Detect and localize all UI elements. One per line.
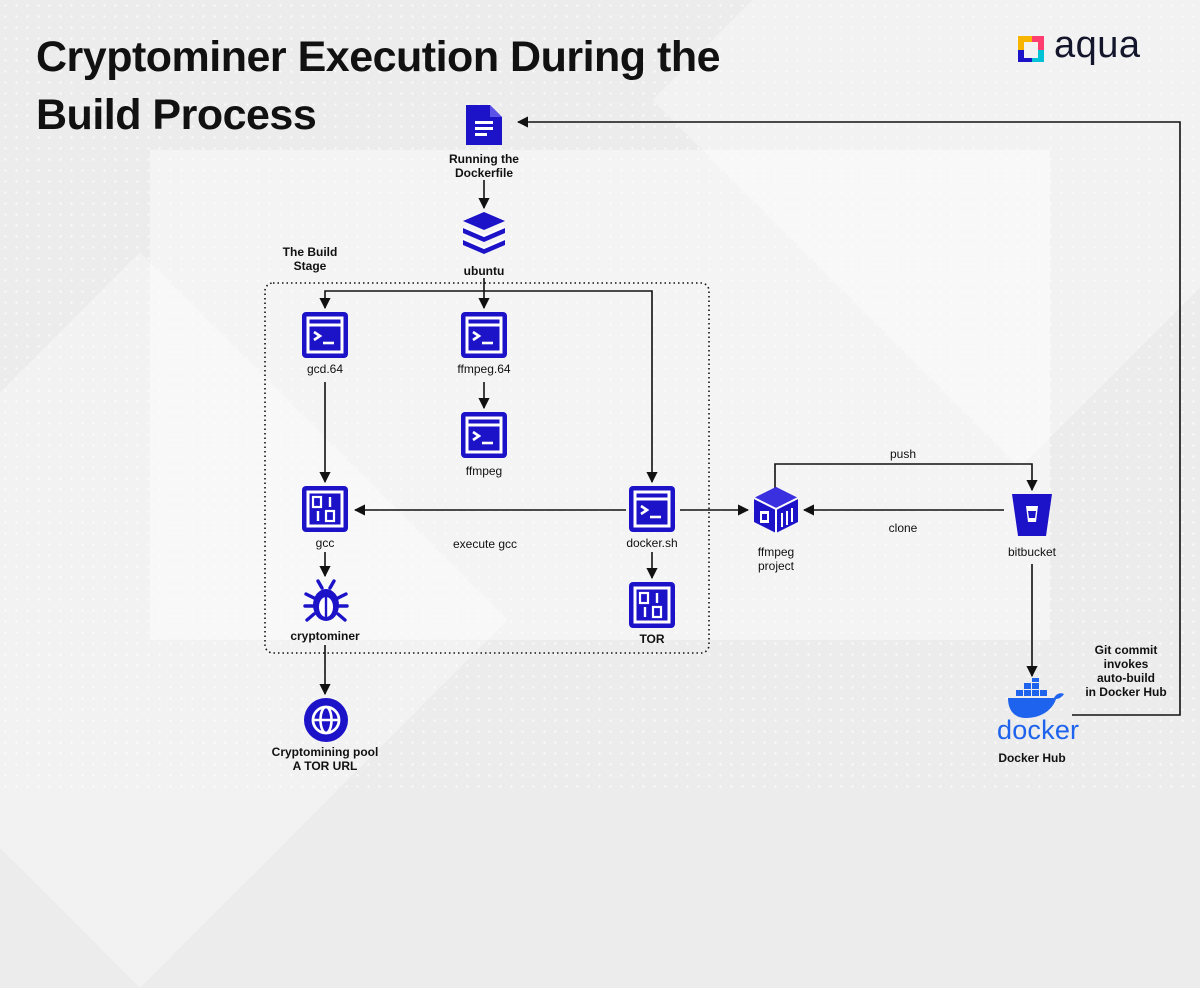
edge-dockerhub-dockerfile xyxy=(516,116,1181,716)
gcd64-label: gcd.64 xyxy=(306,362,344,376)
background-panel xyxy=(150,150,1050,640)
gcc-label: gcc xyxy=(315,536,335,550)
docker-hub-label: Docker Hub xyxy=(998,751,1066,765)
aqua-logo-icon xyxy=(1018,36,1044,62)
pool-label: Cryptomining pool A TOR URL xyxy=(271,745,379,773)
ffmpeg-label: ffmpeg xyxy=(465,464,503,478)
cryptominer-label: cryptominer xyxy=(290,629,360,643)
page-title: Cryptominer Execution During the Build P… xyxy=(36,33,721,139)
execute-gcc-label: execute gcc xyxy=(452,537,518,551)
ubuntu-label: ubuntu xyxy=(463,264,505,278)
git-commit-label: Git commit invokes auto-build in Docker … xyxy=(1085,643,1167,699)
connector-lines xyxy=(264,116,1181,716)
bucket-icon xyxy=(1012,494,1052,536)
bug-icon xyxy=(303,579,349,622)
build-stage-boundary xyxy=(264,282,710,654)
terminal-icon xyxy=(629,486,675,532)
ffmpeg64-label: ffmpeg.64 xyxy=(457,362,511,376)
bitbucket-label: bitbucket xyxy=(1007,545,1057,559)
terminal-icon xyxy=(302,312,348,358)
terminal-icon xyxy=(461,412,507,458)
clone-label: clone xyxy=(888,521,918,535)
aqua-logo-text: aqua xyxy=(1054,24,1141,66)
docker-whale-icon xyxy=(1008,678,1064,718)
terminal-icon xyxy=(461,312,507,358)
layers-stack-icon xyxy=(462,212,506,254)
binary-icon xyxy=(629,582,675,628)
document-icon xyxy=(466,105,502,145)
globe-icon xyxy=(304,698,348,742)
edge-ubuntu-dockersh xyxy=(484,290,658,484)
aqua-logo: aqua xyxy=(1012,24,1162,74)
build-stage-label: The Build Stage xyxy=(282,245,338,273)
background-dots xyxy=(0,0,1200,792)
edge-ubuntu-gcd64 xyxy=(319,290,484,310)
edge-push xyxy=(774,463,1038,492)
binary-icon xyxy=(302,486,348,532)
docker-wordmark: docker xyxy=(997,715,1080,745)
container-box-icon xyxy=(753,487,799,533)
docker-sh-label: docker.sh xyxy=(626,536,678,550)
push-label: push xyxy=(889,447,917,461)
ffmpeg-project-label: ffmpeg project xyxy=(757,545,795,573)
dockerfile-label: Running the Dockerfile xyxy=(449,152,519,180)
tor-label: TOR xyxy=(639,632,665,646)
